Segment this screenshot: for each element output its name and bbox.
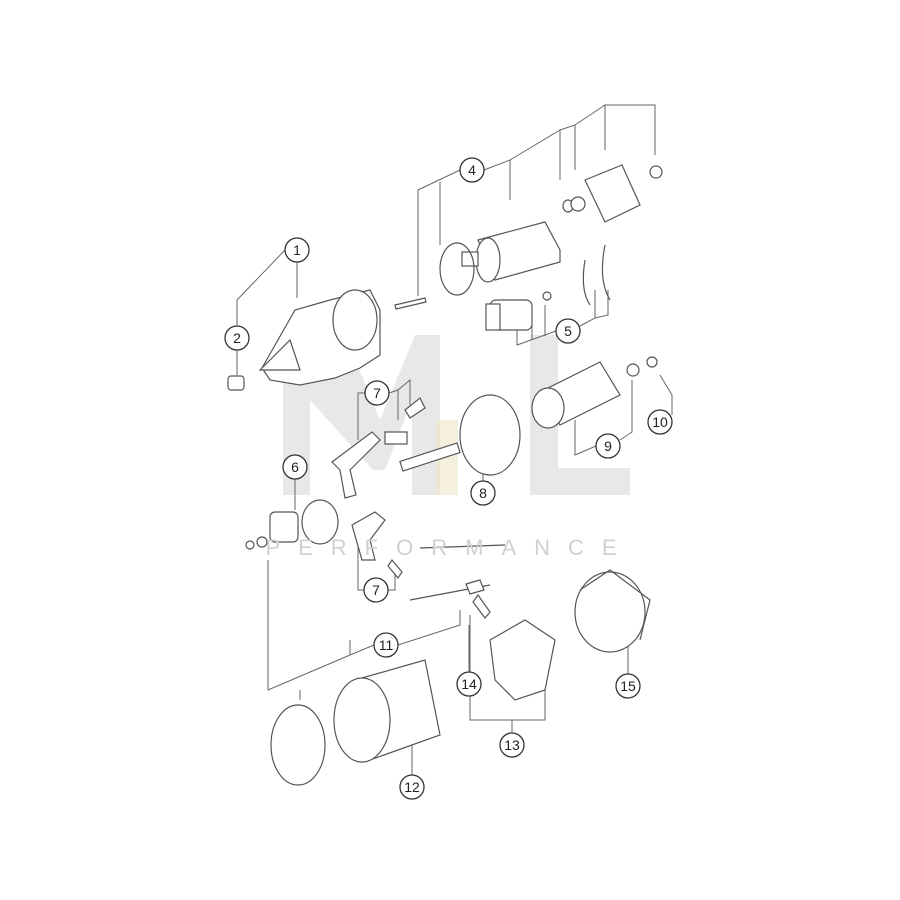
svg-text:12: 12 bbox=[404, 779, 420, 795]
brush-holder bbox=[489, 619, 556, 701]
callout-8: 8 bbox=[470, 480, 496, 506]
callout-12: 12 bbox=[399, 774, 425, 800]
lever-clip bbox=[404, 397, 426, 419]
svg-text:1: 1 bbox=[293, 242, 301, 258]
callout-9: 9 bbox=[595, 433, 621, 459]
callout-7-lower: 7 bbox=[363, 577, 389, 603]
callout-7-upper: 7 bbox=[364, 380, 390, 406]
bushing bbox=[227, 375, 245, 391]
lever-pivot bbox=[384, 431, 408, 445]
svg-text:2: 2 bbox=[233, 330, 241, 346]
callout-5: 5 bbox=[555, 318, 581, 344]
callout-4: 4 bbox=[459, 157, 485, 183]
solenoid bbox=[394, 164, 663, 310]
planetary-gear bbox=[399, 394, 521, 476]
callout-11: 11 bbox=[373, 632, 399, 658]
commutator-end-cover bbox=[574, 569, 651, 653]
svg-text:11: 11 bbox=[379, 637, 394, 653]
shift-lever-lower bbox=[351, 511, 386, 561]
callout-1: 1 bbox=[284, 237, 310, 263]
brush-spring bbox=[472, 593, 491, 619]
clip bbox=[465, 579, 485, 595]
pinion-drive bbox=[245, 499, 339, 550]
svg-text:4: 4 bbox=[468, 162, 476, 178]
shift-lever bbox=[331, 431, 381, 499]
parts bbox=[227, 164, 663, 786]
callout-15: 15 bbox=[615, 673, 641, 699]
svg-text:9: 9 bbox=[604, 438, 612, 454]
callout-14: 14 bbox=[456, 671, 482, 697]
svg-text:15: 15 bbox=[620, 678, 636, 694]
watermark-tagline: PERFORMANCE bbox=[265, 535, 634, 560]
svg-text:13: 13 bbox=[504, 737, 520, 753]
svg-text:6: 6 bbox=[291, 459, 299, 475]
svg-text:14: 14 bbox=[461, 676, 477, 692]
svg-text:8: 8 bbox=[479, 485, 487, 501]
svg-text:7: 7 bbox=[372, 582, 380, 598]
svg-text:10: 10 bbox=[652, 414, 668, 430]
drive-end-housing bbox=[258, 289, 381, 386]
callout-13: 13 bbox=[499, 732, 525, 758]
svg-text:7: 7 bbox=[373, 385, 381, 401]
spring bbox=[387, 558, 403, 580]
solenoid-contact-kit bbox=[485, 244, 611, 331]
callout-10: 10 bbox=[647, 409, 673, 435]
callout-6: 6 bbox=[282, 454, 308, 480]
svg-text:5: 5 bbox=[564, 323, 572, 339]
field-frame bbox=[270, 659, 441, 786]
callout-2: 2 bbox=[224, 325, 250, 351]
armature bbox=[531, 356, 658, 429]
